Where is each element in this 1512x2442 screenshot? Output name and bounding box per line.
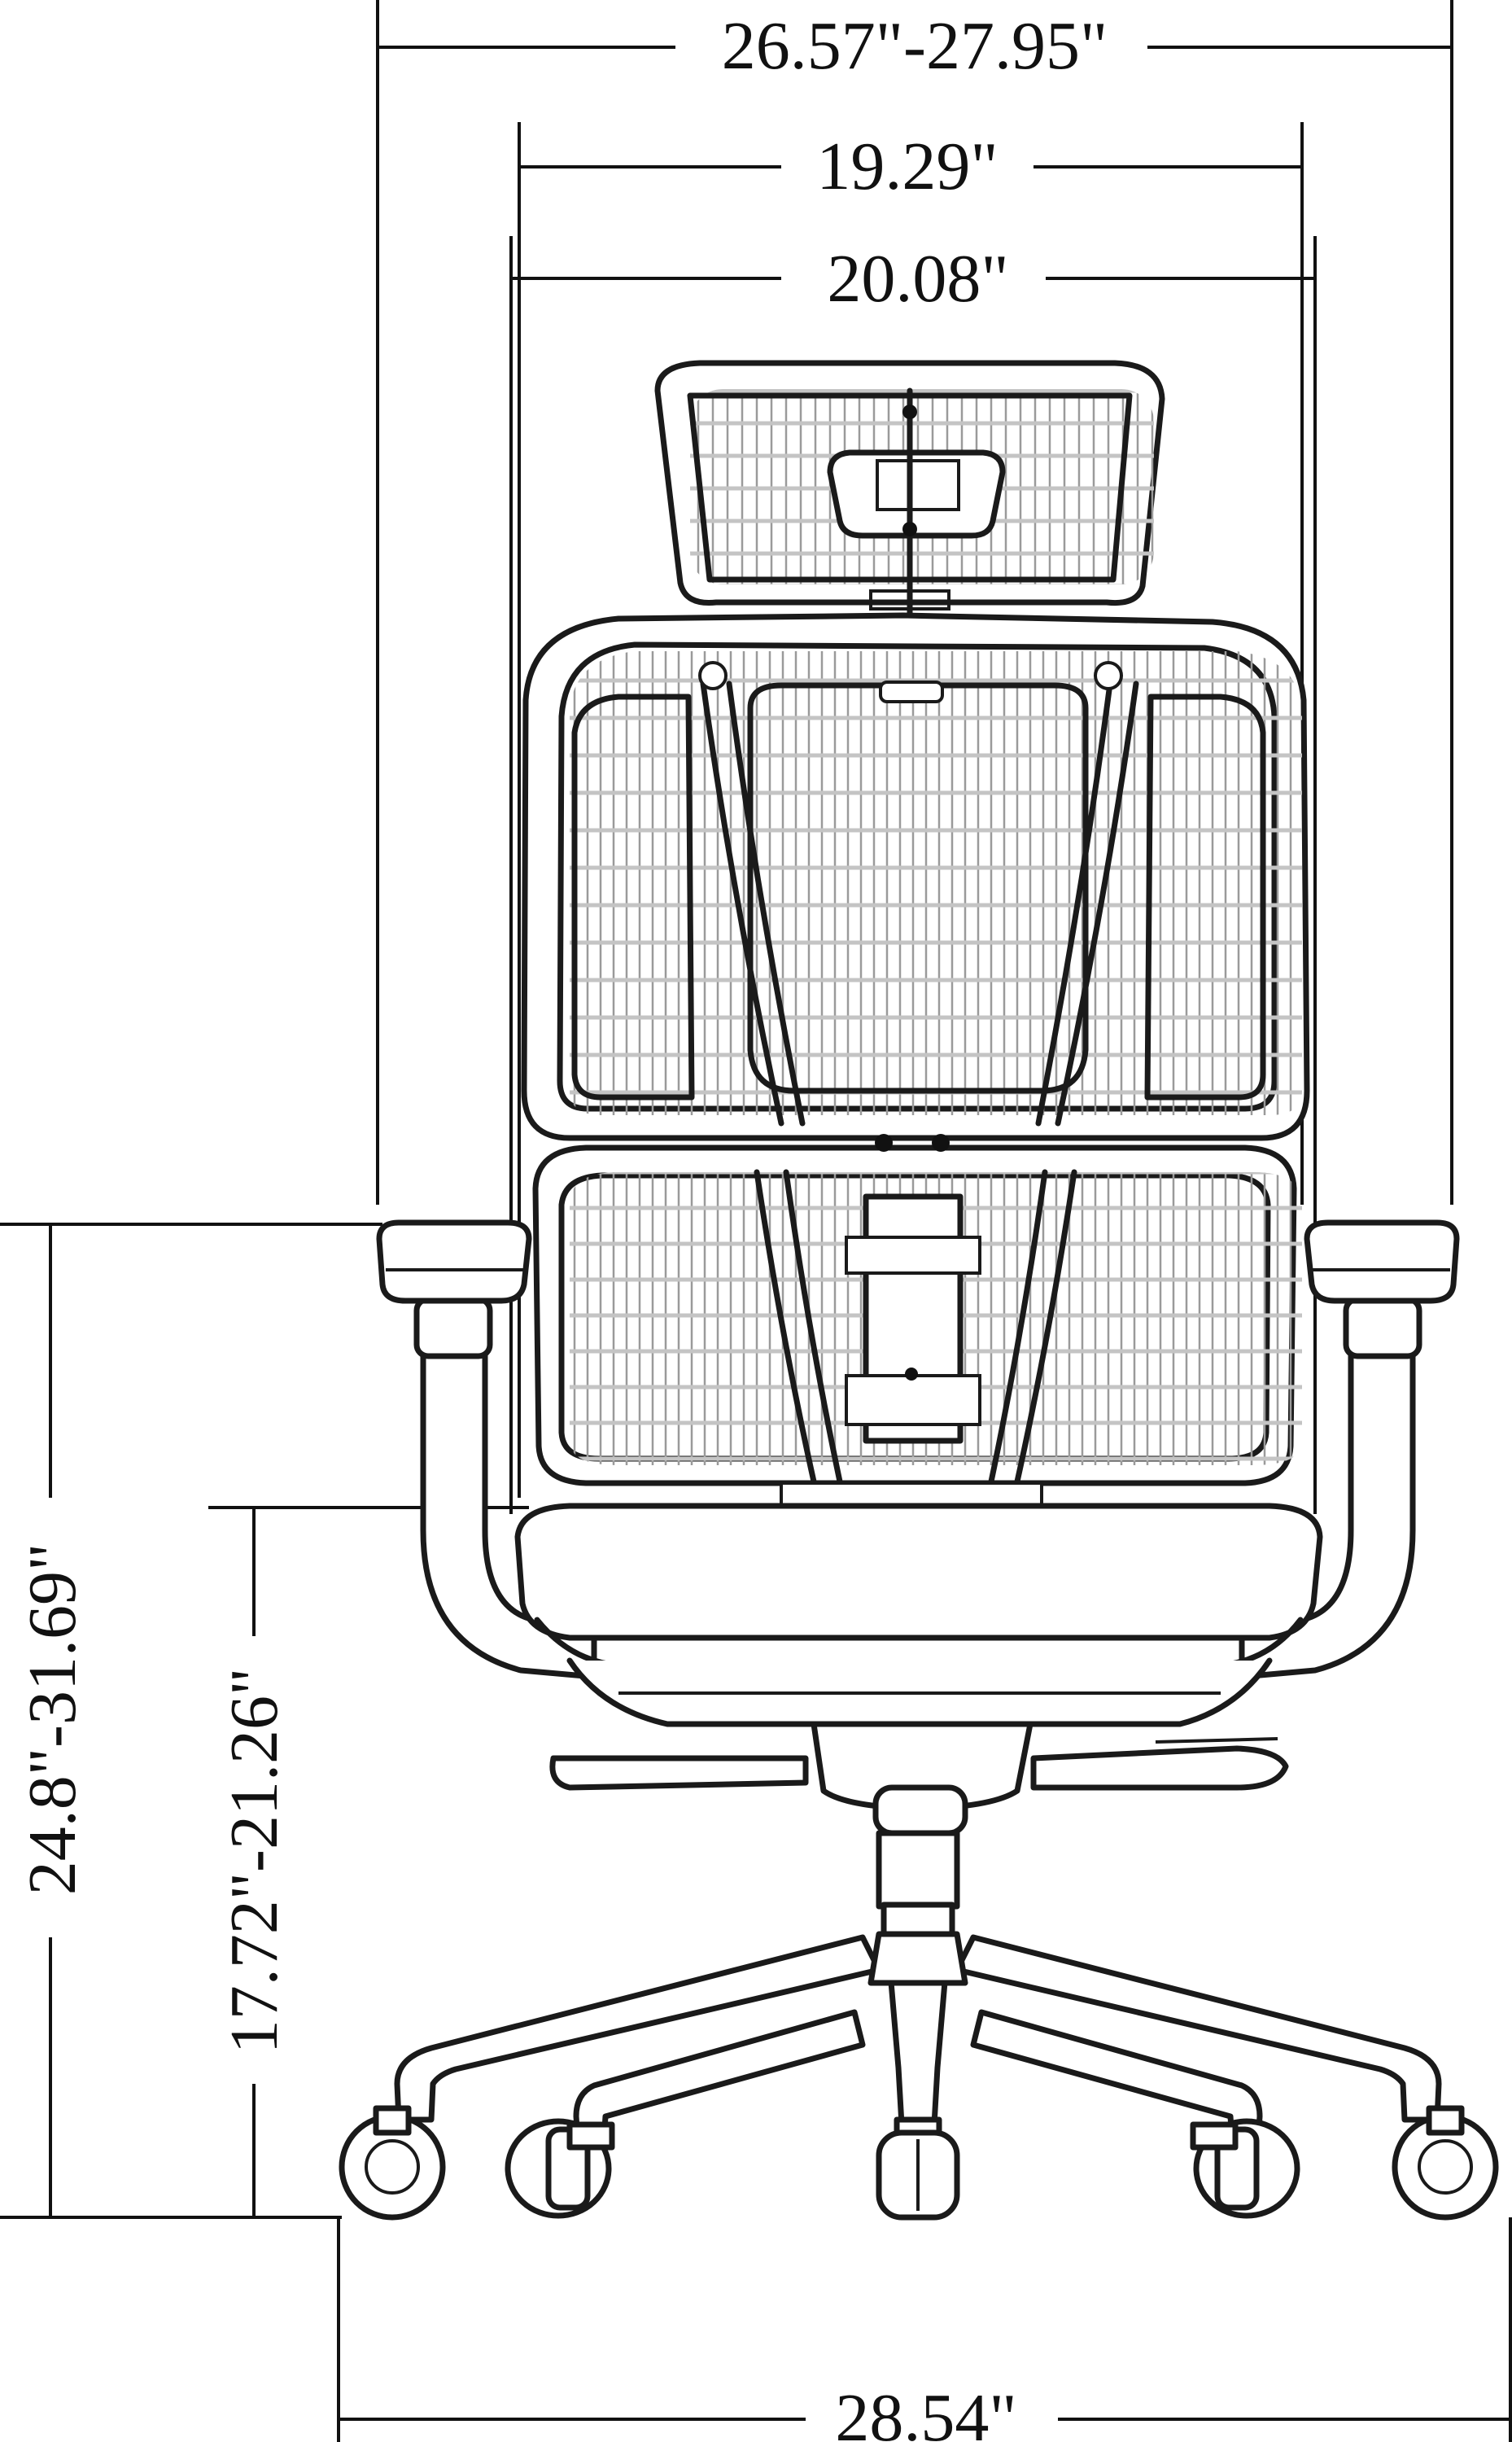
back-width-label: 19.29" xyxy=(816,129,998,204)
seat-height-label: 17.72"-21.26" xyxy=(216,1668,292,2055)
caster-right-outer xyxy=(1392,2105,1499,2221)
caster-center xyxy=(876,2116,960,2221)
dimension-base-width xyxy=(337,2217,1512,2442)
headrest xyxy=(654,360,1165,622)
right-armrest xyxy=(1239,1219,1460,1680)
armrest-height-label: 24.8"-31.69" xyxy=(15,1543,90,1896)
caster-right-inner xyxy=(1190,2118,1300,2219)
overall-width-label: 26.57"-27.95" xyxy=(722,8,1108,84)
seat-width-label: 20.08" xyxy=(827,241,1008,317)
caster-left-inner xyxy=(505,2118,615,2219)
base-width-label: 28.54" xyxy=(835,2380,1016,2442)
caster-left-outer xyxy=(339,2105,446,2221)
backrest xyxy=(521,612,1310,1141)
seat-cushion xyxy=(514,1503,1323,1727)
star-base xyxy=(394,1931,1442,2144)
seat-mechanism xyxy=(549,1721,1289,1836)
dimension-armrest-height xyxy=(0,1223,382,2219)
lumbar-support xyxy=(532,1134,1302,1517)
left-armrest xyxy=(376,1219,597,1680)
dimension-overall-width xyxy=(376,0,1453,1205)
